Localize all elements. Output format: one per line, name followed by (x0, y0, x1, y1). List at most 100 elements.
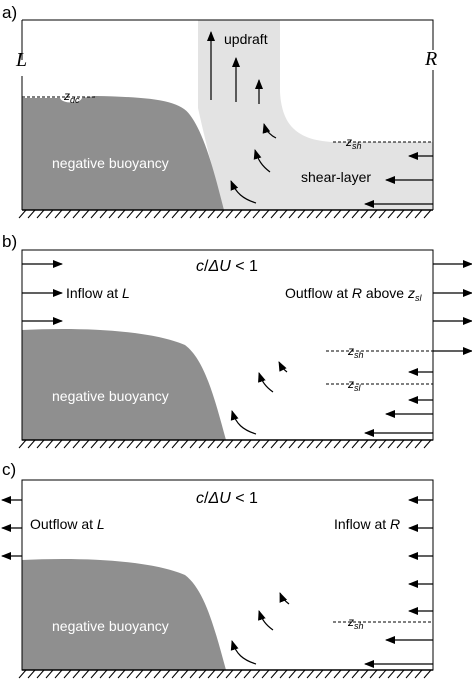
curved-arrow-icon (230, 640, 257, 665)
z-sh-label-a: zsh (345, 135, 362, 151)
hatch-mark (261, 439, 270, 449)
curved-arrow-icon (278, 361, 288, 373)
curved-arrow-icon (262, 123, 277, 139)
hatch-mark (261, 209, 270, 219)
hatch-mark (270, 209, 279, 219)
hatch-mark (378, 669, 387, 679)
hatch-mark (279, 209, 288, 219)
hatch-mark (99, 209, 108, 219)
curved-arrow-icon (253, 149, 271, 173)
hatch-mark (198, 669, 207, 679)
hatch-mark (360, 439, 369, 449)
hatch-mark (297, 669, 306, 679)
hatch-mark (72, 439, 81, 449)
ratio-label-c: c/ΔU < 1 (196, 490, 258, 507)
hatch-mark (342, 209, 351, 219)
hatch-mark (252, 439, 261, 449)
hatch-mark (279, 439, 288, 449)
inflow-at-r-label: Inflow at R (334, 516, 400, 532)
inflow-at-l-label: Inflow at L (66, 285, 130, 301)
hatch-mark (369, 439, 378, 449)
hatch-mark (126, 669, 135, 679)
hatch-mark (36, 439, 45, 449)
hatch-mark (351, 439, 360, 449)
panel-b-letter: b) (2, 232, 17, 251)
outflow-at-r-label: Outflow at R above zsl (285, 285, 422, 303)
hatch-mark (81, 439, 90, 449)
hatch-mark (45, 209, 54, 219)
hatch-mark (225, 209, 234, 219)
hatch-mark (54, 439, 63, 449)
hatch-mark (63, 439, 72, 449)
hatch-mark (423, 209, 432, 219)
hatch-mark (351, 209, 360, 219)
hatch-mark (144, 439, 153, 449)
hatch-mark (315, 669, 324, 679)
hatch-mark (153, 669, 162, 679)
hatch-mark (324, 669, 333, 679)
right-label-R: R (424, 48, 437, 70)
hatch-mark (171, 209, 180, 219)
hatch-mark (27, 209, 36, 219)
hatch-mark (45, 669, 54, 679)
hatch-mark (378, 209, 387, 219)
hatch-mark (27, 439, 36, 449)
hatch-mark (288, 439, 297, 449)
hatch-mark (72, 669, 81, 679)
hatch-mark (54, 669, 63, 679)
hatch-mark (36, 209, 45, 219)
hatch-mark (306, 439, 315, 449)
hatch-mark (18, 439, 27, 449)
hatch-mark (54, 209, 63, 219)
hatch-mark (63, 209, 72, 219)
hatch-mark (225, 439, 234, 449)
ground-hatch-icon (18, 669, 432, 679)
hatch-mark (162, 439, 171, 449)
hatch-mark (234, 669, 243, 679)
hatch-mark (90, 669, 99, 679)
hatch-mark (306, 669, 315, 679)
hatch-mark (135, 209, 144, 219)
curved-arrow-icon (258, 372, 274, 393)
ground-hatch-icon (18, 439, 432, 449)
z-sl-label-b: zsl (347, 377, 362, 393)
shear-layer-label: shear-layer (301, 169, 371, 185)
hatch-mark (90, 439, 99, 449)
hatch-mark (288, 669, 297, 679)
hatch-mark (225, 669, 234, 679)
hatch-mark (234, 439, 243, 449)
hatch-mark (36, 669, 45, 679)
hatch-mark (153, 209, 162, 219)
negative-buoyancy-label-b: negative buoyancy (52, 388, 169, 404)
hatch-mark (234, 209, 243, 219)
hatch-mark (423, 439, 432, 449)
left-label-L: L (15, 49, 27, 71)
cold-pool-b (22, 328, 226, 440)
ground-hatch-icon (18, 209, 432, 219)
hatch-mark (369, 669, 378, 679)
hatch-mark (198, 209, 207, 219)
hatch-mark (72, 209, 81, 219)
hatch-mark (18, 669, 27, 679)
hatch-mark (171, 669, 180, 679)
hatch-mark (81, 209, 90, 219)
hatch-mark (117, 669, 126, 679)
hatch-mark (270, 439, 279, 449)
ratio-label-b: c/ΔU < 1 (196, 258, 258, 275)
hatch-mark (171, 439, 180, 449)
curved-arrow-icon (230, 410, 257, 435)
hatch-mark (162, 209, 171, 219)
hatch-mark (315, 209, 324, 219)
hatch-mark (369, 209, 378, 219)
hatch-mark (108, 669, 117, 679)
outflow-at-l-label: Outflow at L (30, 516, 105, 532)
curved-arrow-icon (230, 180, 257, 204)
hatch-mark (126, 439, 135, 449)
hatch-mark (270, 669, 279, 679)
cold-pool-a (22, 96, 224, 210)
hatch-mark (153, 439, 162, 449)
hatch-mark (180, 439, 189, 449)
curved-arrow-icon (258, 610, 274, 631)
hatch-mark (198, 439, 207, 449)
